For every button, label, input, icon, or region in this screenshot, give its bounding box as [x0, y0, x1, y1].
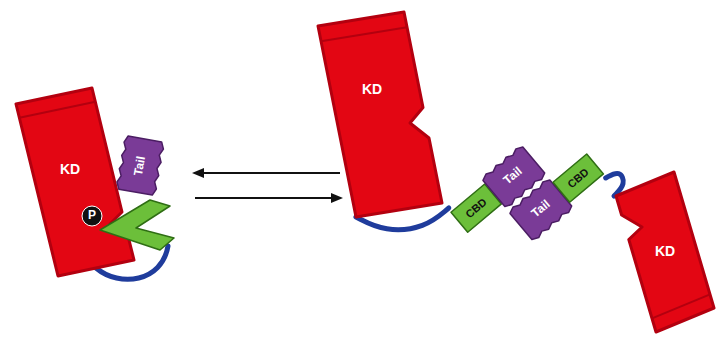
domain-label: KD	[60, 162, 80, 177]
tail-segment: Tail	[115, 134, 165, 197]
phosphate-label: P	[88, 209, 96, 222]
label-holder: KD	[60, 162, 80, 177]
domain-band	[19, 102, 95, 118]
kinase-domain-outline	[312, 12, 444, 217]
arrowhead	[192, 168, 204, 178]
tail-segment-shape	[117, 136, 163, 195]
phosphate-circle-shape	[82, 206, 102, 226]
domain-band	[321, 27, 407, 41]
label-holder: KD	[655, 244, 675, 259]
phosphate-circle: P	[81, 205, 103, 227]
kinase-domain-shape	[318, 12, 442, 217]
domain-label: KD	[362, 82, 382, 97]
kinase-domain-shape	[616, 172, 714, 332]
cbd-segment: CBD	[551, 152, 605, 204]
arrowhead	[331, 193, 343, 203]
cbd-segment-shape	[553, 154, 603, 202]
equilibrium-arrow	[202, 172, 340, 174]
domain-band	[652, 294, 710, 318]
domain-label: KD	[655, 244, 675, 259]
equilibrium-arrow	[195, 197, 333, 199]
label-holder: KD	[362, 82, 382, 97]
kinase-domain: KD	[614, 172, 716, 334]
label-holder: P	[88, 209, 96, 222]
cbd-chevron	[100, 200, 174, 250]
kinase-domain: KD	[312, 12, 444, 217]
